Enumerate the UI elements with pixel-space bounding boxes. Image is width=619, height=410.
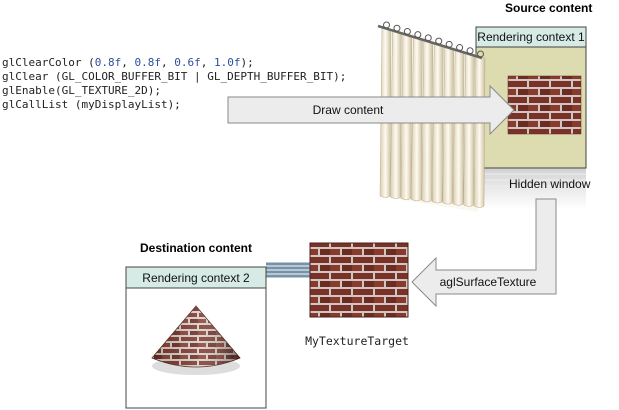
cone-icon bbox=[151, 305, 241, 375]
agl-label: aglSurfaceTexture bbox=[440, 275, 537, 289]
curtain-ring bbox=[403, 27, 411, 35]
code-block: glClearColor (0.8f, 0.8f, 0.6f, 1.0f); g… bbox=[2, 56, 346, 111]
curtain-ring bbox=[424, 34, 432, 42]
curtain-ring bbox=[466, 47, 474, 55]
draw-content-arrow: Draw content bbox=[227, 84, 515, 136]
rendering-context-2-window: Rendering context 2 bbox=[125, 266, 267, 409]
texture-target: MyTextureTarget bbox=[305, 242, 409, 348]
source-title: Source content bbox=[505, 1, 592, 15]
curtain-ring bbox=[477, 50, 484, 58]
texture-connector bbox=[266, 262, 310, 278]
texture-target-label: MyTextureTarget bbox=[305, 334, 409, 348]
code-line-3: glEnable(GL_TEXTURE_2D); bbox=[2, 84, 161, 97]
curtain-ring bbox=[383, 21, 390, 29]
draw-content-label: Draw content bbox=[313, 103, 384, 117]
brick-texture-target bbox=[309, 242, 409, 318]
curtain-ring bbox=[456, 44, 464, 52]
brick-texture-source bbox=[507, 75, 582, 135]
hidden-window-label: Hidden window bbox=[509, 177, 591, 191]
curtain-fold bbox=[452, 49, 465, 206]
context2-label: Rendering context 2 bbox=[142, 271, 250, 285]
code-line-1: glClearColor (0.8f, 0.8f, 0.6f, 1.0f); bbox=[2, 56, 254, 69]
window-shadow bbox=[470, 168, 586, 210]
curtain-fold bbox=[473, 55, 486, 208]
destination-title: Destination content bbox=[140, 241, 252, 255]
curtain-fold bbox=[442, 46, 454, 205]
context1-label: Rendering context 1 bbox=[477, 30, 585, 44]
curtain-ring bbox=[435, 37, 443, 45]
curtain-ring bbox=[445, 40, 453, 48]
curtain-ring bbox=[414, 31, 422, 39]
curtain-fold bbox=[463, 52, 475, 207]
agl-surface-texture-arrow: aglSurfaceTexture bbox=[411, 198, 557, 308]
curtain-ring bbox=[393, 24, 401, 32]
code-line-4: glCallList (myDisplayList); bbox=[2, 98, 181, 111]
code-line-2: glClear (GL_COLOR_BUFFER_BIT | GL_DEPTH_… bbox=[2, 70, 346, 83]
